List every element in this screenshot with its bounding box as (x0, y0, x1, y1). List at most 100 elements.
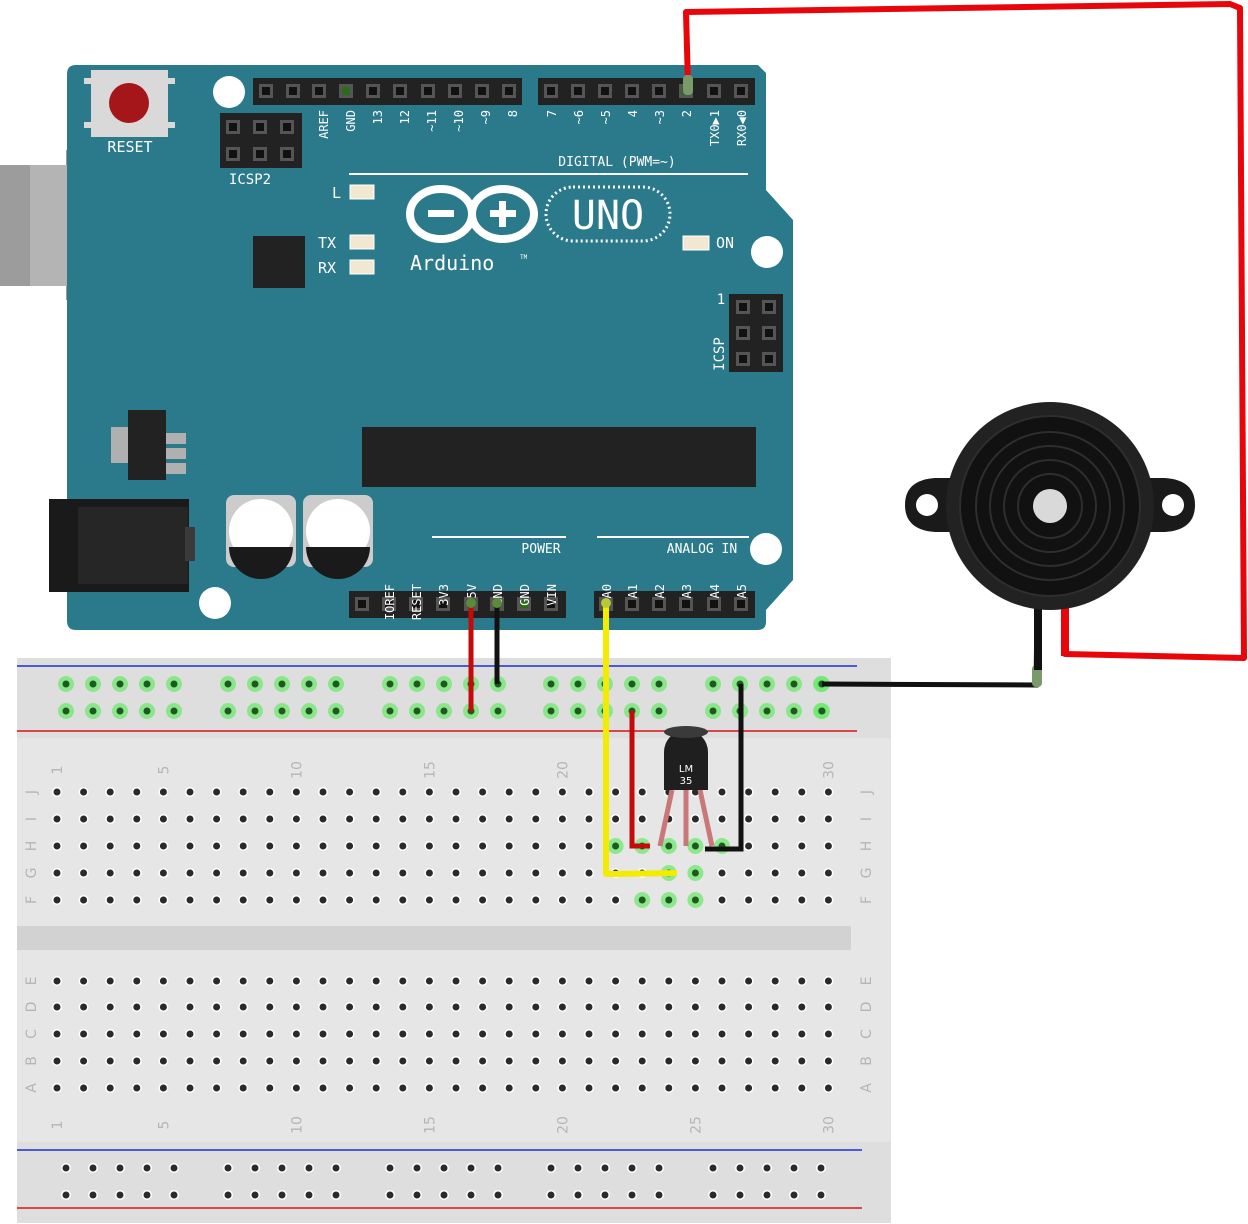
power-pin[interactable] (355, 597, 369, 611)
analog-pin-label: A5 (735, 584, 749, 598)
icsp2-pin[interactable] (280, 120, 294, 134)
power-pin[interactable] (436, 597, 450, 611)
wire-yellow-a0 (603, 603, 678, 877)
breadboard-holes (52, 676, 834, 1200)
mounting-hole (750, 533, 782, 565)
icsp-label: ICSP (712, 337, 728, 371)
icsp-pin[interactable] (762, 326, 776, 340)
digital-pin-label: RX0◀0 (735, 110, 749, 146)
digital-pin[interactable] (286, 84, 300, 98)
row-letter: A (24, 1083, 40, 1093)
digital-pin[interactable] (475, 84, 489, 98)
analog-pin[interactable] (707, 597, 721, 611)
digital-pin[interactable] (259, 84, 273, 98)
row-letter: D (24, 1002, 40, 1013)
lm35-label-line2: 35 (680, 776, 693, 787)
power-pin[interactable] (517, 597, 531, 611)
digital-pin[interactable] (421, 84, 435, 98)
power-pin-label: IOREF (383, 584, 397, 620)
digital-pin[interactable] (339, 84, 353, 98)
led-on (682, 235, 710, 251)
row-letter: A (859, 1083, 875, 1093)
digital-pin[interactable] (544, 84, 558, 98)
voltage-regulator (111, 410, 186, 480)
digital-pin[interactable] (598, 84, 612, 98)
row-letter: F (24, 896, 40, 904)
power-pin[interactable] (409, 597, 423, 611)
digital-pin[interactable] (625, 84, 639, 98)
digital-pin[interactable] (366, 84, 380, 98)
digital-pin[interactable] (652, 84, 666, 98)
analog-pin[interactable] (625, 597, 639, 611)
led-rx (349, 259, 375, 275)
icsp-pin[interactable] (762, 352, 776, 366)
reset-button[interactable] (84, 70, 175, 137)
column-number: 5 (156, 766, 172, 775)
lm35-label-line1: LM (679, 764, 693, 775)
analog-pin[interactable] (679, 597, 693, 611)
power-pin[interactable] (544, 597, 558, 611)
breadboard: 115510101515202025253030JJIIHHGGFFEEDDCC… (17, 658, 891, 1223)
row-letter: G (24, 868, 40, 879)
icsp-pin[interactable] (736, 326, 750, 340)
digital-pin-label: ~3 (653, 110, 667, 124)
wire-black-sensor-gnd (705, 684, 744, 852)
analog-pin[interactable] (652, 597, 666, 611)
led-tx (349, 234, 375, 250)
led-rx-label: RX (318, 259, 336, 277)
icsp-pin[interactable] (736, 352, 750, 366)
row-letter: C (859, 1029, 875, 1039)
digital-pin-label: ~9 (479, 110, 493, 124)
row-letter: E (24, 977, 40, 986)
led-on-label: ON (716, 234, 734, 252)
analog-pin-label: A3 (680, 584, 694, 598)
column-number: 10 (289, 761, 305, 779)
icsp2-pin[interactable] (226, 120, 240, 134)
digital-pin[interactable] (448, 84, 462, 98)
digital-pin-label: 2 (680, 110, 694, 117)
column-number: 5 (156, 1121, 172, 1130)
digital-pin[interactable] (707, 84, 721, 98)
led-l-label: L (332, 184, 341, 202)
led-l (349, 184, 375, 200)
digital-pin[interactable] (734, 84, 748, 98)
column-number: 30 (821, 761, 837, 779)
icsp-header (729, 294, 783, 372)
atmega-chip (362, 427, 756, 487)
analog-pin-label: A1 (626, 584, 640, 598)
row-letter: E (859, 977, 875, 986)
column-number: 15 (422, 761, 438, 779)
digital-pin-label: ~11 (425, 110, 439, 132)
row-letter: B (24, 1056, 40, 1066)
digital-pin[interactable] (502, 84, 516, 98)
column-number: 15 (422, 1116, 438, 1134)
row-letter: F (859, 896, 875, 904)
analog-caption: ANALOG IN (667, 542, 737, 557)
row-letter: J (24, 790, 40, 795)
arduino-wordmark: Arduino (410, 251, 494, 275)
capacitor (303, 495, 373, 579)
arduino-tm: TM (520, 254, 528, 261)
icsp2-pin[interactable] (253, 120, 267, 134)
icsp-pin[interactable] (736, 300, 750, 314)
reset-label: RESET (107, 138, 152, 156)
row-letter: G (859, 868, 875, 879)
wire-red-sensor-vcc (629, 711, 650, 849)
icsp2-pin[interactable] (280, 147, 294, 161)
mounting-hole (751, 236, 783, 268)
digital-pin[interactable] (571, 84, 585, 98)
analog-pin[interactable] (734, 597, 748, 611)
digital-pin-label: AREF (317, 110, 331, 139)
power-caption: POWER (521, 542, 560, 557)
digital-pin[interactable] (312, 84, 326, 98)
mounting-hole (199, 587, 231, 619)
icsp2-pin[interactable] (253, 147, 267, 161)
pcb (67, 65, 793, 630)
digital-pin[interactable] (393, 84, 407, 98)
power-pin[interactable] (382, 597, 396, 611)
icsp-pin1-label: 1 (717, 292, 725, 308)
icsp-pin[interactable] (762, 300, 776, 314)
icsp2-pin[interactable] (226, 147, 240, 161)
